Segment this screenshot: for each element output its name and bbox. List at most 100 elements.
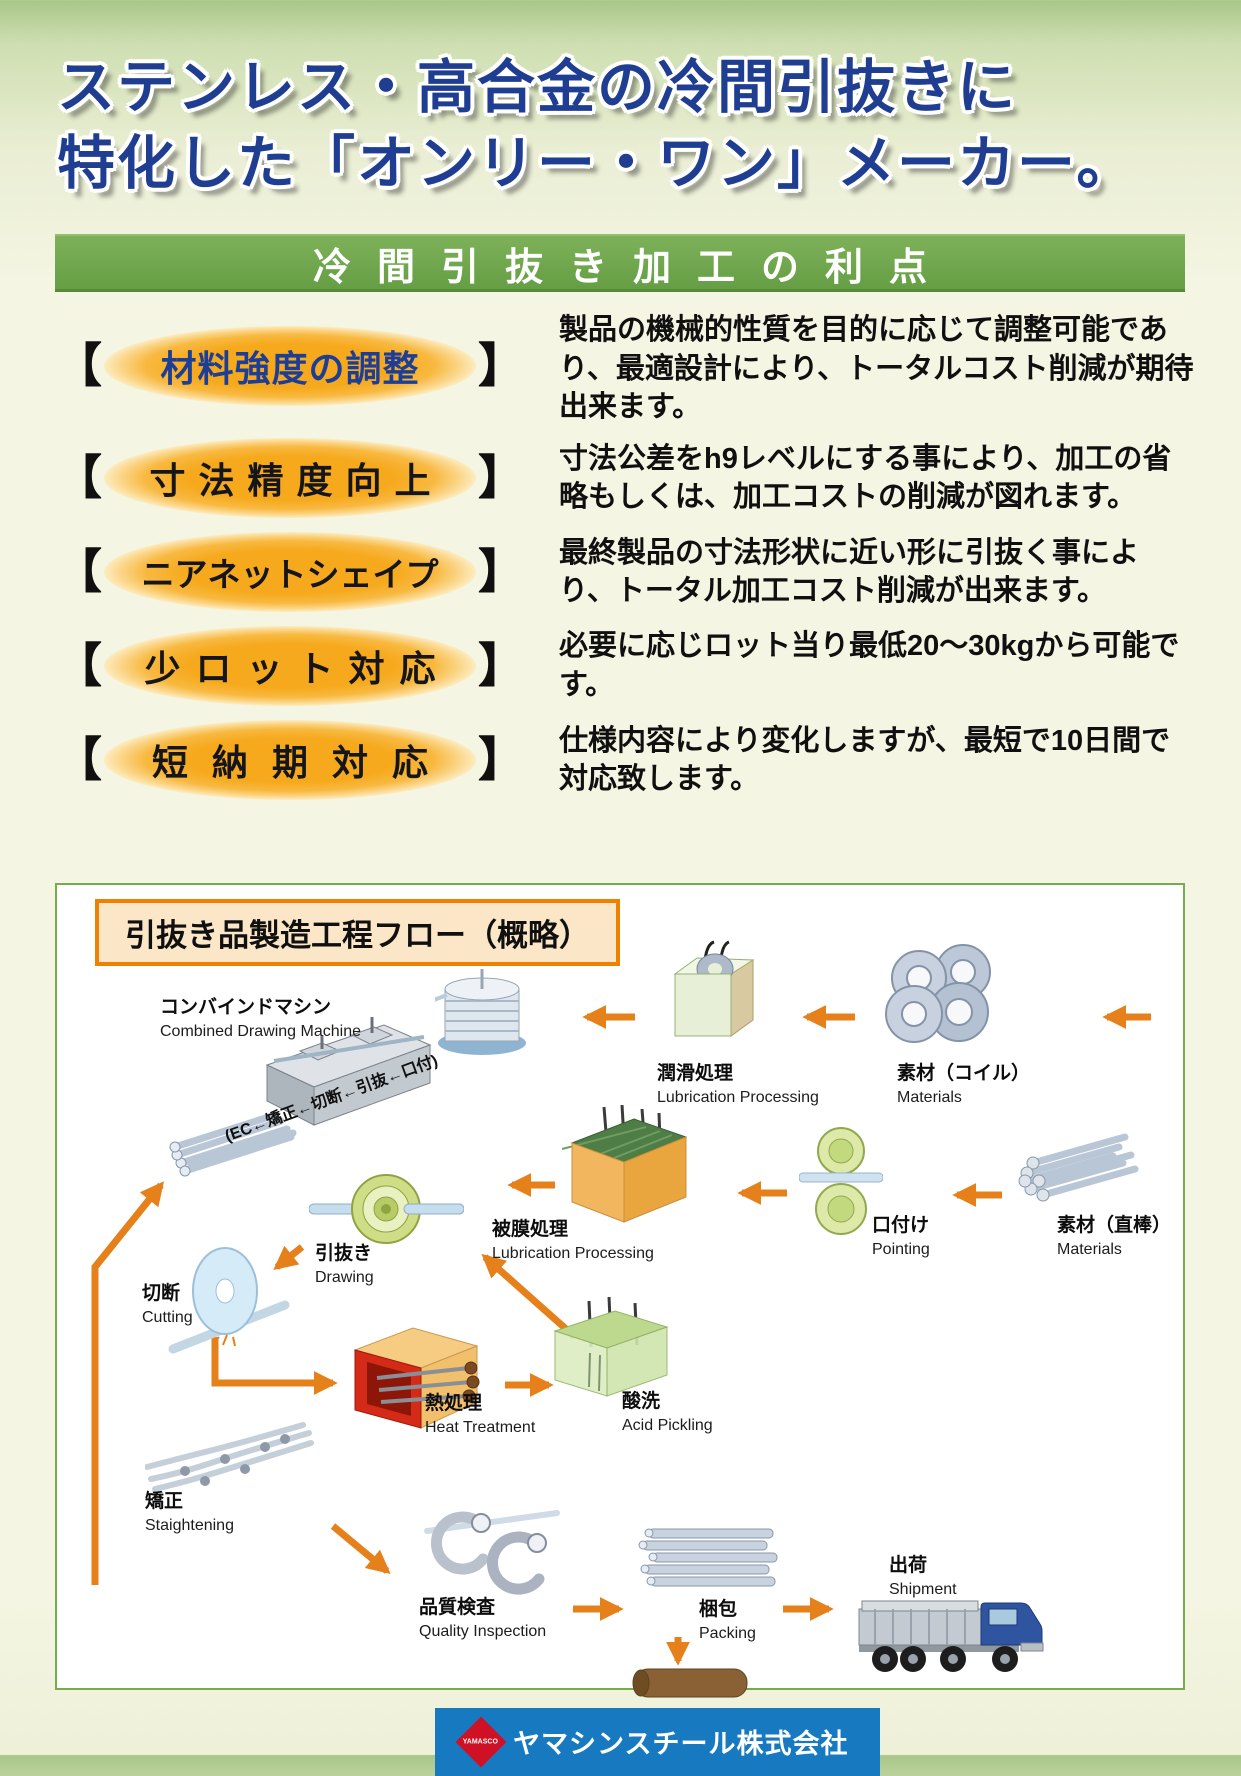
heat-treatment-en: Heat Treatment	[425, 1419, 536, 1437]
flow-label-material-coil: 素材（コイル） Materials	[897, 1063, 1030, 1108]
packed-bundle-icon	[627, 1665, 755, 1701]
company-name: ヤマシンスチール株式会社	[513, 1729, 849, 1760]
materials-coil-icon	[879, 938, 1003, 1048]
page-title-line1: ステンレス・高合金の冷間引抜きに	[57, 55, 1018, 120]
combined-drawing-machine-icon	[252, 1003, 442, 1138]
pointing-rollers-icon	[798, 1123, 884, 1237]
quality-inspection-gauges-icon	[417, 1501, 572, 1601]
coating-tank-icon	[561, 1104, 697, 1225]
benefit-text: 製品の機械的性質を目的に応じて調整可能であり、最適設計により、トータルコスト削減…	[559, 314, 1194, 424]
shipment-ja: 出荷	[889, 1554, 928, 1576]
heat-treatment-ja: 熱処理	[425, 1392, 483, 1414]
straightening-en: Staightening	[145, 1517, 234, 1535]
coil-basket-icon	[404, 963, 529, 1057]
flow-label-drawing: 引抜き Drawing	[315, 1243, 374, 1288]
acid-pickling-tank-icon	[545, 1295, 677, 1399]
packing-ja: 梱包	[699, 1598, 738, 1620]
pointing-ja: 口付け	[872, 1214, 930, 1236]
material-coil-ja: 素材（コイル）	[897, 1062, 1031, 1084]
flow-label-inspection: 品質検査 Quality Inspection	[419, 1597, 546, 1642]
bracket-open: 【	[55, 732, 102, 786]
yamasco-logo-icon: YAMASCO	[455, 1716, 507, 1768]
bracket-close: 】	[478, 544, 525, 598]
combined-machine-en: Combined Drawing Machine	[160, 1023, 361, 1041]
benefit-text: 寸法公差をh9レベルにする事により、加工の省略もしくは、加工コストの削減が図れま…	[559, 442, 1172, 514]
flow-label-heat-treatment: 熱処理 Heat Treatment	[425, 1393, 535, 1438]
lubrication-ja: 潤滑処理	[657, 1062, 734, 1084]
heat-treatment-furnace-icon	[337, 1320, 487, 1432]
materials-bar-icon	[1015, 1123, 1145, 1205]
shipment-en: Shipment	[889, 1581, 957, 1599]
flow-arrows	[91, 1004, 1151, 1666]
benefit-label-oval: 寸法精度向上	[104, 437, 476, 518]
acid-pickling-en: Acid Pickling	[622, 1417, 713, 1435]
flow-label-combined-machine: コンバインドマシン Combined Drawing Machine	[160, 997, 361, 1042]
bracket-close: 】	[478, 450, 525, 504]
material-bar-ja: 素材（直棒）	[1057, 1214, 1172, 1236]
drawing-ja: 引抜き	[315, 1242, 373, 1264]
bracket-open: 【	[55, 638, 102, 692]
benefit-text: 最終製品の寸法形状に近い形に引抜く事により、トータル加工コスト削減が出来ます。	[559, 536, 1140, 608]
combined-machine-ja: コンバインドマシン	[160, 996, 332, 1018]
flow-label-packing: 梱包 Packing	[699, 1599, 756, 1644]
benefit-row: 【 ニアネットシェイプ 】 最終製品の寸法形状に近い形に引抜く事により、トータル…	[55, 529, 1195, 615]
company-logo-bar: YAMASCO ヤマシンスチール株式会社	[435, 1707, 880, 1776]
benefit-badge: 【 短納期対応 】	[55, 717, 525, 803]
yamasco-logo-text: YAMASCO	[463, 1738, 499, 1746]
pointing-en: Pointing	[872, 1241, 930, 1259]
inspection-en: Quality Inspection	[419, 1623, 547, 1641]
benefit-label-oval: ニアネットシェイプ	[104, 531, 476, 612]
cutting-en: Cutting	[142, 1309, 193, 1327]
drawing-en: Drawing	[315, 1269, 374, 1287]
flow-label-straightening: 矯正 Staightening	[145, 1491, 234, 1536]
process-flow-diagram: 引抜き品製造工程フロー（概略） コンバインドマシン Comb	[55, 882, 1185, 1698]
flow-label-acid-pickling: 酸洗 Acid Pickling	[622, 1391, 713, 1436]
benefit-badge: 【 ニアネットシェイプ 】	[55, 529, 525, 615]
flow-label-lubrication: 潤滑処理 Lubrication Processing	[657, 1063, 819, 1108]
benefit-row: 【 寸法精度向上 】 寸法公差をh9レベルにする事により、加工の省略もしくは、加…	[55, 435, 1195, 521]
benefit-badge: 【 材料強度の調整 】	[55, 306, 525, 427]
acid-pickling-ja: 酸洗	[622, 1390, 661, 1412]
flow-title: 引抜き品製造工程フロー（概略）	[95, 898, 620, 966]
flow-label-material-bar: 素材（直棒） Materials	[1057, 1215, 1171, 1260]
bracket-close: 】	[478, 732, 525, 786]
hero-header: ステンレス・高合金の冷間引抜きに 特化した「オンリー・ワン」メーカー。	[0, 0, 1241, 202]
straightening-rods-icon	[144, 1421, 315, 1493]
benefit-row: 【 少ロット対応 】 必要に応じロット当り最低20〜30kgから可能です。	[55, 623, 1195, 709]
cutting-ja: 切断	[142, 1282, 181, 1304]
shipment-truck-icon	[853, 1583, 1048, 1685]
benefit-label-oval: 少ロット対応	[104, 625, 476, 706]
coating-en: Lubrication Processing	[492, 1245, 654, 1263]
material-bar-en: Materials	[1057, 1241, 1122, 1259]
benefit-row: 【 材料強度の調整 】 製品の機械的性質を目的に応じて調整可能であり、最適設計に…	[55, 306, 1195, 427]
flow-label-pointing: 口付け Pointing	[872, 1215, 930, 1260]
bracket-open: 【	[55, 339, 102, 393]
flow-label-coating: 被膜処理 Lubrication Processing	[492, 1219, 654, 1264]
bracket-close: 】	[478, 339, 525, 393]
bracket-open: 【	[55, 450, 102, 504]
straightening-ja: 矯正	[145, 1490, 184, 1512]
inspection-ja: 品質検査	[419, 1596, 496, 1618]
benefit-row: 【 短納期対応 】 仕様内容により変化しますが、最短で10日間で対応致します。	[55, 717, 1195, 803]
flow-label-shipment: 出荷 Shipment	[889, 1555, 957, 1600]
benefit-badge: 【 少ロット対応 】	[55, 623, 525, 709]
section-banner: 冷間引抜き加工の利点	[55, 234, 1185, 292]
lubrication-tank-icon	[665, 938, 757, 1048]
cutting-disc-icon	[167, 1245, 291, 1359]
material-coil-en: Materials	[897, 1089, 962, 1107]
drawing-die-icon	[308, 1171, 465, 1249]
page-title-line2: 特化した「オンリー・ワン」メーカー。	[57, 131, 1137, 196]
benefit-badge: 【 寸法精度向上 】	[55, 435, 525, 521]
rod-bundle-icon	[169, 1107, 299, 1179]
benefits-list: 【 材料強度の調整 】 製品の機械的性質を目的に応じて調整可能であり、最適設計に…	[55, 306, 1195, 803]
bracket-close: 】	[478, 638, 525, 692]
benefit-text: 仕様内容により変化しますが、最短で10日間で対応致します。	[559, 724, 1171, 796]
packing-pipes-icon	[635, 1511, 783, 1599]
benefit-label-oval: 短納期対応	[104, 719, 476, 800]
flow-label-cutting: 切断 Cutting	[142, 1283, 193, 1328]
coating-ja: 被膜処理	[492, 1218, 569, 1240]
packing-en: Packing	[699, 1625, 756, 1643]
benefit-text: 必要に応じロット当り最低20〜30kgから可能です。	[559, 630, 1180, 701]
lubrication-en: Lubrication Processing	[657, 1089, 819, 1107]
benefit-label-oval: 材料強度の調整	[104, 326, 476, 407]
